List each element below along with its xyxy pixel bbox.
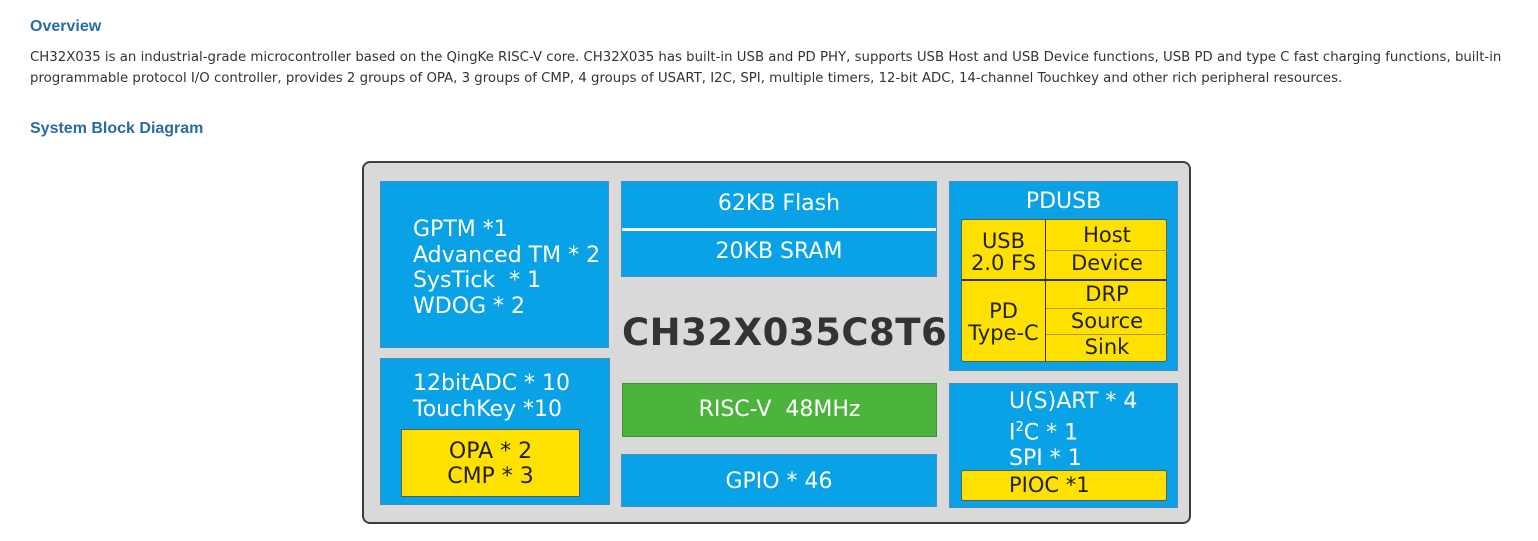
host-label: Host <box>1083 223 1131 247</box>
gpio-label: GPIO * 46 <box>725 469 833 494</box>
gpio-block: GPIO * 46 <box>621 454 937 507</box>
timer-systick: SysTick * 1 <box>413 268 542 293</box>
overview-text: CH32X035 is an industrial-grade microcon… <box>30 50 1502 86</box>
system-block-diagram-heading: System Block Diagram <box>30 120 204 137</box>
source-label: Source <box>1070 309 1144 333</box>
spi-label: SPI * 1 <box>1009 446 1082 472</box>
comm-list: U(S)ART * 4 I2C * 1 SPI * 1 <box>1009 389 1137 472</box>
chip-name: CH32X035C8T6 <box>622 311 948 354</box>
flash-label: 62KB Flash <box>717 191 841 216</box>
cmp-label: CMP * 3 <box>447 464 534 489</box>
opa-cmp-block: OPA * 2 CMP * 3 <box>401 429 580 497</box>
pd-label-line1: PD <box>989 299 1018 323</box>
pdusb-yellow-table: USB 2.0 FS Host Device PD Type-C DRP Sou… <box>961 219 1168 362</box>
sram-label: 20KB SRAM <box>715 239 843 264</box>
pdusb-horizontal-divider <box>962 279 1166 281</box>
overview-heading: Overview <box>30 18 102 35</box>
timers-block: GPTM *1 Advanced TM * 2 SysTick * 1 WDOG… <box>380 181 609 348</box>
system-block-diagram: GPTM *1 Advanced TM * 2 SysTick * 1 WDOG… <box>362 161 1191 524</box>
touchkey-label: TouchKey *10 <box>413 396 563 422</box>
usb-label-line1: USB <box>981 229 1026 253</box>
comm-block: U(S)ART * 4 I2C * 1 SPI * 1 PIOC *1 <box>949 383 1178 508</box>
i2c-suffix: C * 1 <box>1023 420 1079 446</box>
timer-wdog: WDOG * 2 <box>413 293 526 319</box>
usb-label: USB 2.0 FS <box>962 230 1045 274</box>
timer-gptm: GPTM *1 <box>413 217 508 242</box>
usb-label-line2: 2.0 FS <box>970 251 1037 275</box>
adc-label: 12bitADC * 10 <box>413 371 571 396</box>
pd-label-line2: Type-C <box>968 321 1039 345</box>
device-label: Device <box>1071 251 1143 275</box>
pdusb-title: PDUSB <box>1025 189 1102 214</box>
timer-advanced-tm: Advanced TM * 2 <box>413 242 601 268</box>
drp-label: DRP <box>1085 282 1129 306</box>
pd-label: PD Type-C <box>962 300 1045 344</box>
i2c-prefix: I <box>1009 420 1016 446</box>
timers-list: GPTM *1 Advanced TM * 2 SysTick * 1 WDOG… <box>413 217 600 319</box>
memory-divider <box>622 228 936 231</box>
pioc-block: PIOC *1 <box>961 470 1167 501</box>
memory-block: 62KB Flash 20KB SRAM <box>621 181 937 277</box>
pdusb-vertical-divider <box>1045 220 1046 361</box>
usart-label: U(S)ART * 4 <box>1009 389 1138 414</box>
i2c-label: I2C * 1 <box>1009 415 1137 446</box>
pioc-label: PIOC *1 <box>1009 473 1090 497</box>
analog-block: 12bitADC * 10 TouchKey *10 OPA * 2 CMP *… <box>380 358 610 505</box>
sink-label: Sink <box>1084 335 1130 359</box>
analog-list: 12bitADC * 10 TouchKey *10 <box>413 371 570 422</box>
opa-label: OPA * 2 <box>448 439 533 464</box>
core-block: RISC-V 48MHz <box>622 383 937 437</box>
i2c-superscript: 2 <box>1015 420 1024 435</box>
pdusb-block: PDUSB USB 2.0 FS Host Device PD Type-C D… <box>949 181 1178 371</box>
core-label: RISC-V 48MHz <box>698 397 861 422</box>
